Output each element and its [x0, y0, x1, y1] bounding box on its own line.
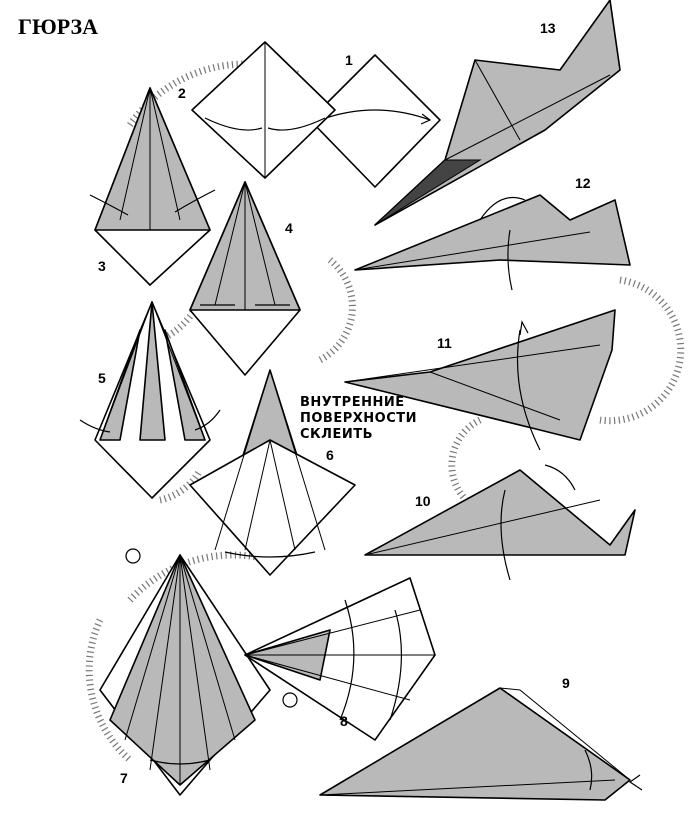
step-number-6: 6 [326, 447, 334, 463]
note-line-3: СКЛЕИТЬ [300, 427, 374, 442]
step-3-diagram [89, 87, 216, 286]
step-number-8: 8 [340, 713, 348, 729]
step-number-5: 5 [98, 370, 106, 386]
step-number-7: 7 [120, 770, 128, 786]
step-number-3: 3 [98, 258, 106, 274]
step-number-9: 9 [562, 675, 570, 691]
step-number-11: 11 [437, 335, 452, 351]
step-8-diagram [244, 577, 436, 741]
step-number-2: 2 [178, 85, 186, 101]
step-6-diagram [189, 369, 356, 576]
step-10-diagram [364, 464, 636, 581]
note-line-2: ПОВЕРХНОСТИ [300, 411, 417, 426]
step-number-1: 1 [345, 52, 353, 68]
step-number-4: 4 [285, 220, 293, 236]
glue-instruction-note: ВНУТРЕННИЕ ПОВЕРХНОСТИ СКЛЕИТЬ [300, 395, 417, 443]
note-line-1: ВНУТРЕННИЕ [300, 395, 405, 410]
step-number-12: 12 [575, 175, 591, 191]
step-7-diagram [99, 548, 298, 796]
step-9-diagram [319, 687, 643, 801]
step-13-diagram [374, 0, 621, 226]
step-number-13: 13 [540, 20, 556, 36]
step-12-diagram [354, 194, 631, 291]
step-2-diagram [191, 41, 336, 179]
step-number-10: 10 [415, 493, 431, 509]
step-1-diagram [309, 54, 441, 188]
step-4-diagram [189, 181, 301, 376]
diagram-title: ГЮРЗА [18, 14, 98, 39]
step-5-diagram [79, 301, 221, 499]
step-11-diagram [344, 309, 616, 451]
